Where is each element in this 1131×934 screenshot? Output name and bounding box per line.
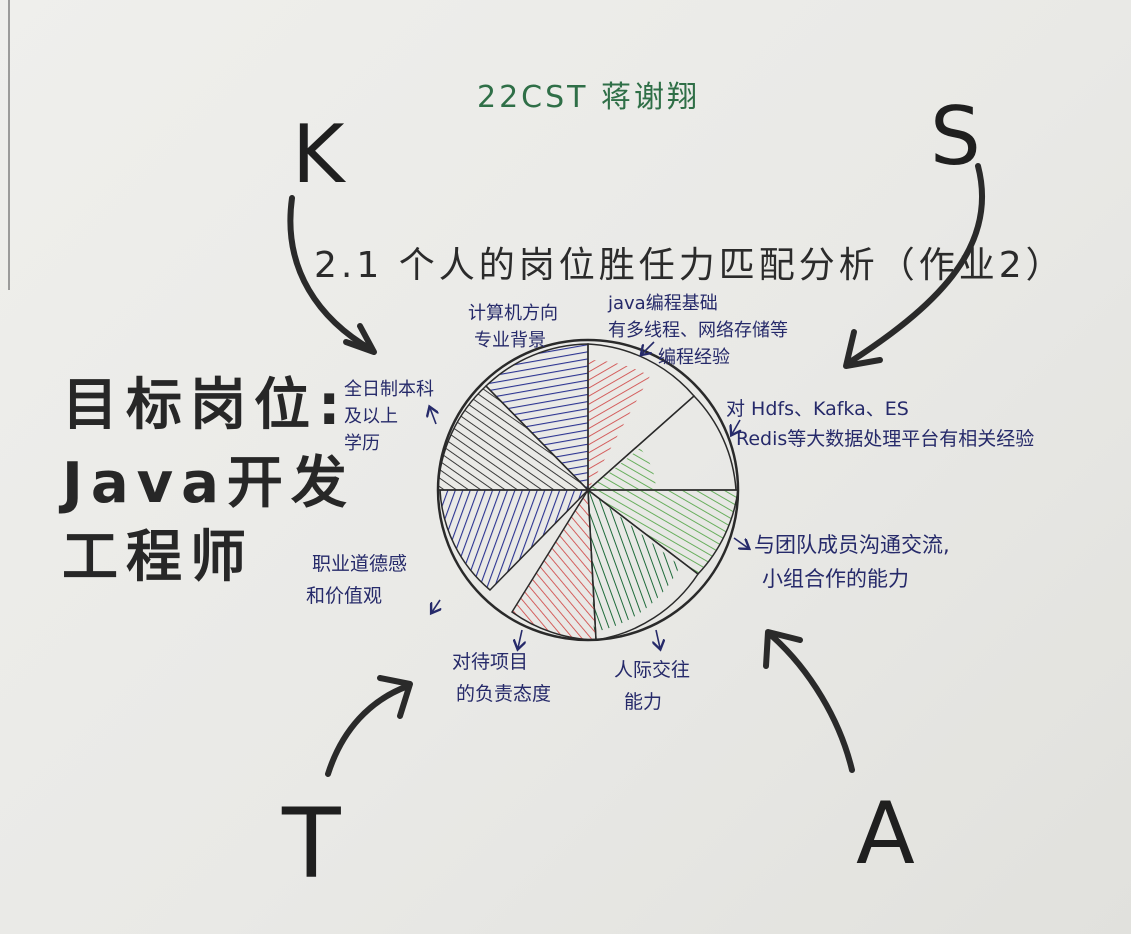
label-line: 小组合作的能力 bbox=[762, 567, 909, 591]
label-education: 全日制本科 及以上 学历 bbox=[344, 376, 434, 457]
letter-t: T bbox=[282, 788, 341, 900]
label-line: 学历 bbox=[344, 433, 380, 454]
label-line: 全日制本科 bbox=[344, 379, 434, 400]
author-name: 22CST 蒋谢翔 bbox=[477, 80, 701, 115]
pointer-edu-icon bbox=[430, 408, 436, 425]
label-java-basics: java编程基础 有多线程、网络存储等 编程经验 bbox=[608, 290, 788, 371]
label-line: 计算机方向 bbox=[468, 303, 558, 324]
arrow-t-icon bbox=[325, 683, 411, 777]
arrow-a-icon bbox=[769, 633, 855, 773]
target-position-line3: 工程师 bbox=[62, 525, 254, 590]
label-line: 的负责态度 bbox=[456, 683, 552, 705]
sector-big-data-lower bbox=[588, 448, 656, 490]
label-line: 编程经验 bbox=[658, 347, 730, 368]
pointer-attitude-icon bbox=[518, 629, 522, 648]
target-position-line2: Java开发 bbox=[62, 451, 355, 516]
letter-k: K bbox=[292, 108, 345, 201]
pointer-social-icon bbox=[656, 629, 660, 648]
label-big-data: 对 Hdfs、Kafka、ES Redis等大数据处理平台有相关经验 bbox=[726, 394, 1034, 454]
label-line: 人际交往 bbox=[614, 659, 691, 681]
label-line: Redis等大数据处理平台有相关经验 bbox=[736, 428, 1035, 450]
label-line: 和价值观 bbox=[306, 585, 383, 607]
label-line: 职业道德感 bbox=[312, 553, 408, 575]
label-social: 人际交往 能力 bbox=[614, 654, 690, 718]
sector-ethics bbox=[439, 489, 590, 592]
target-position-line1: 目标岗位: bbox=[62, 373, 349, 438]
sector-cs-background bbox=[484, 343, 589, 492]
label-line: java编程基础 bbox=[608, 293, 718, 314]
pointer-team-icon bbox=[733, 537, 748, 548]
label-teamwork: 与团队成员沟通交流, 小组合作的能力 bbox=[754, 528, 950, 596]
label-line: 有多线程、网络存储等 bbox=[608, 320, 788, 341]
label-line: 对 Hdfs、Kafka、ES bbox=[726, 398, 909, 420]
pointer-java-icon bbox=[642, 341, 655, 354]
sector-java-basics bbox=[588, 360, 650, 490]
sector-social bbox=[588, 490, 680, 632]
label-ethics: 职业道德感 和价值观 bbox=[306, 548, 408, 612]
wheel-outline bbox=[436, 338, 740, 642]
label-line: 专业背景 bbox=[474, 330, 546, 351]
arrow-s-icon bbox=[847, 163, 986, 365]
label-line: 及以上 bbox=[344, 406, 398, 427]
wheel-sectors bbox=[436, 338, 740, 642]
label-attitude: 对待项目 的负责态度 bbox=[452, 646, 551, 710]
label-line: 对待项目 bbox=[452, 651, 529, 673]
page-title: 2.1 个人的岗位胜任力匹配分析（作业2） bbox=[314, 245, 1066, 286]
arrow-k-icon bbox=[287, 195, 375, 353]
label-cs-background: 计算机方向 专业背景 bbox=[468, 300, 558, 354]
paper-edge bbox=[8, 0, 10, 290]
letter-s: S bbox=[930, 90, 981, 183]
label-line: 与团队成员沟通交流, bbox=[754, 533, 950, 557]
pointer-bigdata-icon bbox=[732, 419, 740, 434]
pointer-ethics-icon bbox=[432, 599, 440, 612]
letter-a: A bbox=[856, 784, 915, 884]
sector-big-data bbox=[586, 394, 737, 491]
label-line: 能力 bbox=[624, 691, 663, 713]
